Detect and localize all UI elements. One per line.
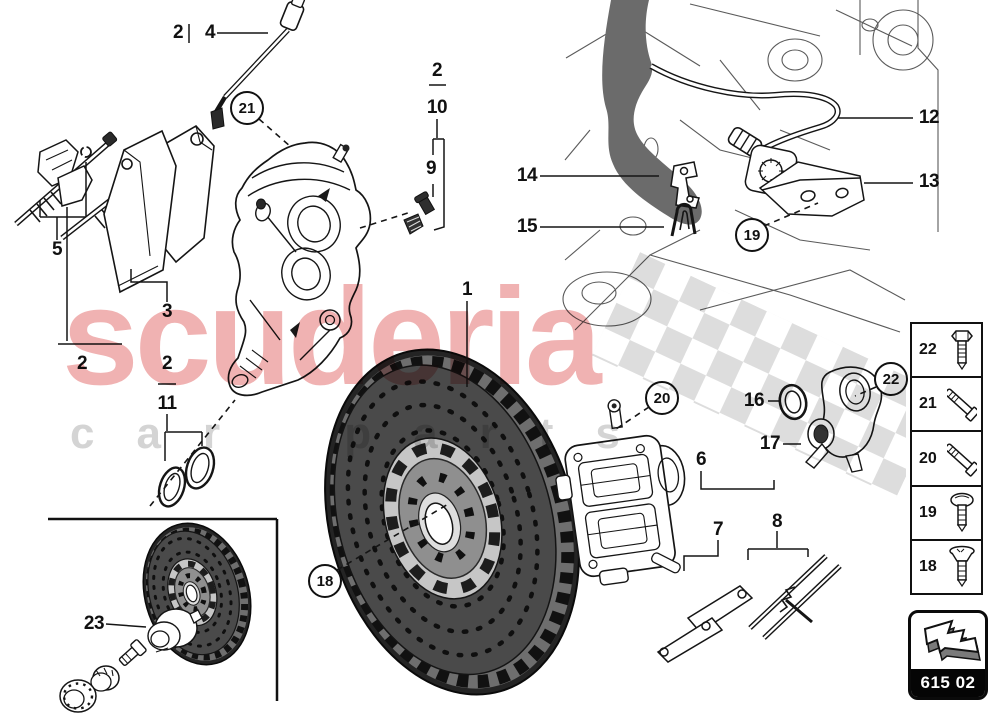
- front-caliper: [227, 141, 372, 397]
- legend-row-19: 19: [912, 484, 981, 539]
- banjo-bolt: [607, 399, 623, 430]
- hose-bracket: [744, 144, 865, 217]
- legend-row-20: 20: [912, 430, 981, 484]
- hub-bolt: [118, 639, 147, 666]
- legend-part-number: 18: [919, 557, 937, 575]
- parking-brake-actuator: [804, 366, 883, 473]
- legend-part-number: 20: [919, 449, 937, 467]
- hex-bolt-short-icon: [947, 327, 977, 373]
- fastener-legend-table: 22 21 20 19 18: [910, 322, 983, 595]
- countersunk-screw-icon: [947, 544, 977, 590]
- section-code: 615 02: [911, 669, 985, 697]
- suspension-arm-silhouette: [602, 0, 702, 225]
- section-code-box: 615 02: [908, 610, 988, 700]
- hose-clip: [670, 161, 700, 209]
- seal-ring: [778, 383, 808, 421]
- bleeder-valve-parts: [403, 191, 436, 235]
- retainer-clip: [670, 202, 697, 237]
- hex-bolt-long-icon: [947, 381, 977, 427]
- wheel-hub: [147, 608, 203, 653]
- back-arrow-icon: [913, 615, 983, 669]
- legend-part-number: 21: [919, 395, 937, 413]
- round-head-screw-icon: [947, 490, 977, 536]
- hex-bolt-long-icon: [947, 436, 977, 482]
- brake-hose: [649, 63, 841, 159]
- rear-pin-kit: [748, 554, 842, 640]
- legend-part-number: 19: [919, 503, 937, 521]
- wear-sensor-wire: [210, 0, 306, 130]
- legend-row-22: 22: [912, 324, 981, 376]
- brake-disc: [324, 348, 580, 696]
- tone-wheel: [59, 679, 97, 713]
- hub-nut: [90, 665, 120, 692]
- brake-pads: [103, 124, 215, 294]
- legend-row-18: 18: [912, 538, 981, 593]
- small-brake-disc: [142, 522, 252, 666]
- hub-inset-box: [48, 517, 279, 701]
- legend-part-number: 22: [919, 341, 937, 359]
- legend-row-21: 21: [912, 376, 981, 430]
- rear-brake-pads: [656, 585, 754, 663]
- piston-seals: [157, 446, 216, 508]
- fastener-legend-rows: 22 21 20 19 18: [912, 324, 981, 593]
